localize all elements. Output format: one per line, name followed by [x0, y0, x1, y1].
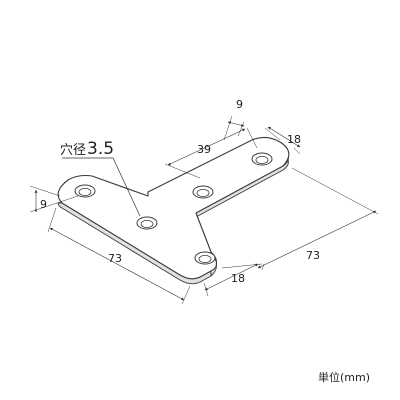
dim-line-right-width — [267, 126, 301, 148]
dim-left-length: 73 — [108, 252, 122, 265]
dim-top-offset: 9 — [236, 98, 243, 111]
dim-left-offset: 9 — [40, 198, 47, 211]
dim-right-arm-width: 18 — [287, 133, 301, 146]
dim-line-pitch — [167, 128, 246, 166]
hole-bottom — [194, 251, 216, 265]
hole-label-leader — [62, 157, 141, 217]
hole-left — [74, 184, 96, 198]
hole-right — [251, 152, 273, 166]
dim-line-left-length — [49, 227, 185, 301]
dim-hole-pitch: 39 — [197, 143, 211, 156]
unit-label: 単位(mm) — [318, 370, 370, 384]
dim-line-bottom-width — [204, 263, 259, 291]
dim-line-right-length — [257, 210, 377, 269]
hole-center-bottom — [136, 216, 158, 230]
dim-bottom-arm-width: 18 — [231, 272, 245, 285]
dim-line-top-offset — [227, 121, 245, 127]
dim-right-length: 73 — [306, 249, 320, 262]
hole-label: 穴径3.5 — [60, 139, 114, 159]
hole-center-top — [192, 185, 214, 199]
